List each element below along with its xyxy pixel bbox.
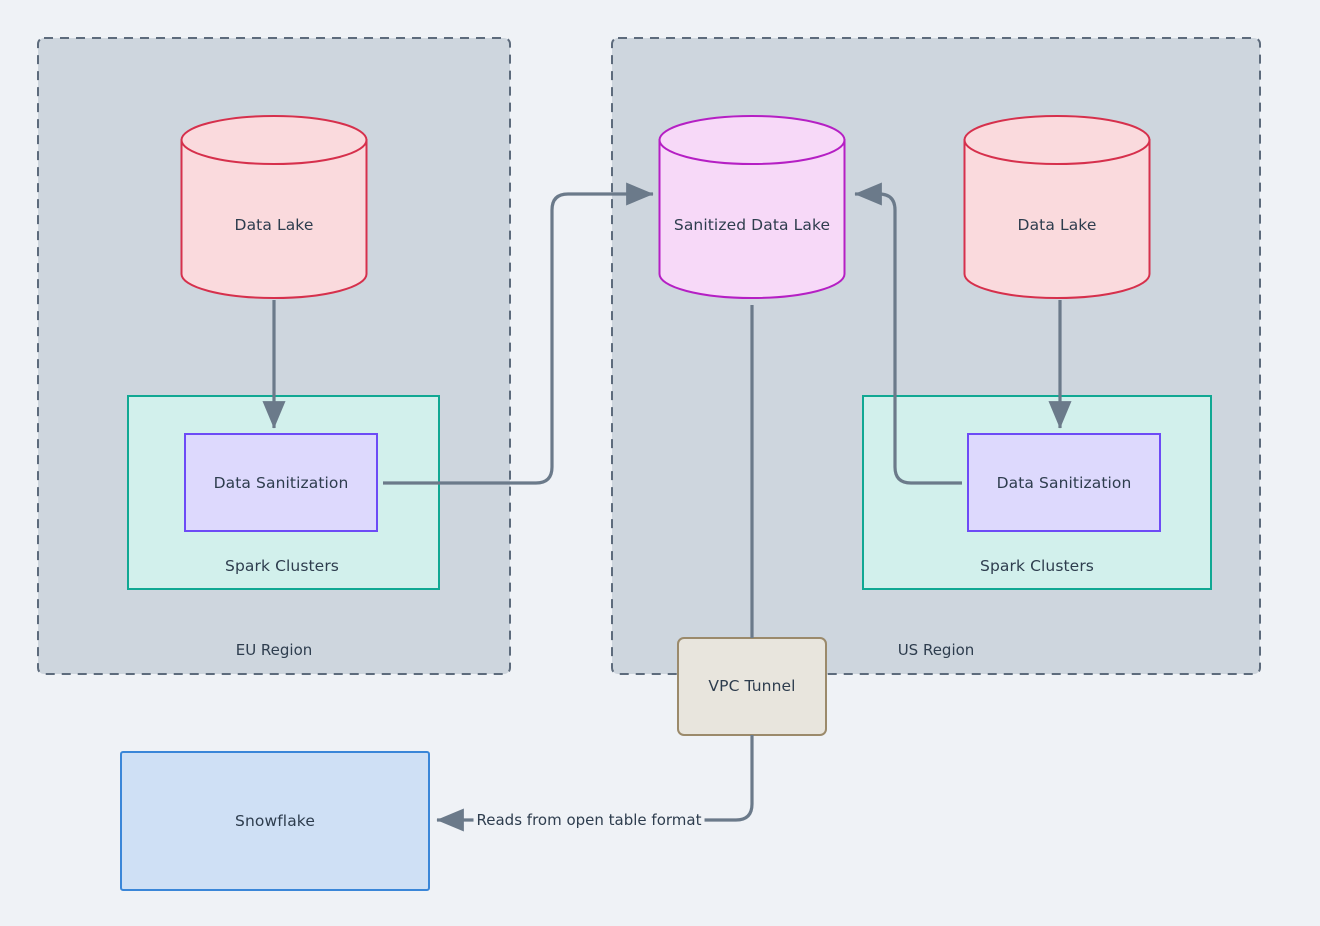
- cylinder-body: [658, 139, 846, 299]
- edge-eu-sanitization-to-sanitized-lake: [383, 182, 654, 485]
- edge-vpc-tunnel-to-snowflake: [436, 735, 754, 832]
- cylinder-top: [963, 115, 1151, 165]
- cylinder-us-data-lake[interactable]: [963, 115, 1151, 299]
- edge-us-sanitization-to-sanitized-lake: [854, 182, 962, 485]
- cylinder-body: [963, 139, 1151, 299]
- cylinder-top: [658, 115, 846, 165]
- edge-layer: [262, 182, 1072, 832]
- data-sanitization-box-us[interactable]: [967, 433, 1161, 532]
- cylinder-sanitized-data-lake[interactable]: [658, 115, 846, 299]
- snowflake-box[interactable]: [120, 751, 430, 891]
- vpc-tunnel-box[interactable]: [677, 637, 827, 736]
- cylinder-top: [180, 115, 368, 165]
- data-sanitization-box-eu[interactable]: [184, 433, 378, 532]
- edge-label-reads-from-open-table-format: Reads from open table format: [473, 811, 705, 829]
- cylinder-eu-data-lake[interactable]: [180, 115, 368, 299]
- region-label-us: US Region: [897, 641, 975, 659]
- cylinder-body: [180, 139, 368, 299]
- region-label-eu: EU Region: [235, 641, 313, 659]
